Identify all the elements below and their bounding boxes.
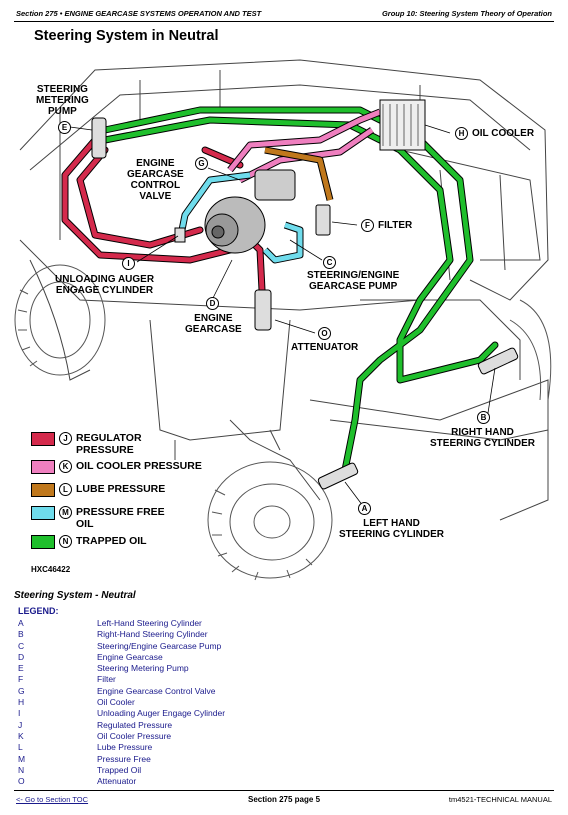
swatch-regulator-pressure — [31, 432, 55, 446]
legend-key-text: Engine Gearcase — [97, 651, 163, 662]
swatch-pressure-free — [31, 506, 55, 520]
swatch-trapped-oil — [31, 535, 55, 549]
legend-letter-k: K — [59, 460, 72, 473]
callout-label: STEERING METERING PUMP — [36, 84, 89, 117]
figure-title: Steering System in Neutral — [34, 28, 219, 44]
callout-letter-g: G — [195, 157, 208, 170]
legend-key-letter: E — [18, 663, 24, 674]
legend-letter-j: J — [59, 432, 72, 445]
callout-unloading-auger-engage-cylinder: UNLOADING AUGER ENGAGE CYLINDER — [55, 274, 155, 296]
tire-left-rear — [14, 264, 106, 376]
callout-letter-f: F — [361, 219, 374, 232]
leader-lines — [69, 124, 496, 507]
hose-trapped-oil-fill — [102, 107, 498, 473]
manual-id: tm4521-TECHNICAL MANUAL — [448, 795, 552, 804]
legend-key-text: Right-Hand Steering Cylinder — [97, 629, 208, 640]
legend-key-text: Pressure Free — [97, 753, 151, 764]
legend-key-letter: N — [18, 764, 25, 775]
legend-key-text: Left-Hand Steering Cylinder — [97, 618, 202, 628]
legend-letter-l: L — [59, 483, 72, 496]
callout-steering-metering-pump: STEERING METERING PUMP — [36, 84, 89, 117]
section-header: Section 275 • ENGINE GEARCASE SYSTEMS OP… — [16, 9, 262, 18]
callout-engine-gearcase: ENGINE GEARCASE — [185, 313, 242, 335]
legend-key-text: Attenuator — [97, 776, 137, 787]
legend-key-letter: O — [18, 776, 25, 787]
machine-outline — [19, 59, 549, 521]
legend-key-text: Unloading Auger Engage Cylinder — [97, 708, 226, 719]
callout-letter-a: A — [358, 502, 371, 515]
legend-key-letter: J — [18, 719, 23, 730]
legend-key-text: Filter — [97, 674, 116, 685]
callout-left-hand-steering-cylinder: LEFT HAND STEERING CYLINDER — [339, 518, 445, 540]
callout-engine-gearcase-control-valve: ENGINE GEARCASE CONTROL VALVE — [127, 158, 184, 202]
header-rule — [14, 21, 554, 22]
legend-title: LEGEND: — [18, 606, 59, 616]
legend-key-letter: A — [18, 618, 24, 628]
tire-right — [509, 299, 552, 401]
component-shapes — [91, 99, 519, 490]
legend-label: TRAPPED OIL — [76, 535, 147, 547]
figure-caption: Steering System - Neutral — [14, 590, 136, 601]
legend-key-text: Regulated Pressure — [97, 719, 173, 730]
legend-key-text: Oil Cooler Pressure — [97, 730, 172, 741]
swatch-lube-pressure — [31, 483, 55, 497]
hose-lube-fill — [264, 147, 333, 201]
legend-key-text: Steering Metering Pump — [97, 663, 189, 674]
legend-key-text: Steering/Engine Gearcase Pump — [97, 640, 222, 651]
legend-key-letter: D — [18, 651, 25, 662]
callout-oil-cooler: OIL COOLER — [472, 128, 535, 139]
footer-rule — [14, 790, 554, 791]
callout-letter-d: D — [206, 297, 219, 310]
callout-steering-engine-gearcase-pump: STEERING/ENGINE GEARCASE PUMP — [307, 270, 400, 292]
legend-key-letter: G — [18, 685, 25, 696]
callout-letter-b: B — [477, 411, 490, 424]
figure-id: HXC46422 — [31, 565, 71, 574]
callout-label: ENGINE GEARCASE CONTROL VALVE — [127, 158, 184, 202]
legend-label: REGULATOR PRESSURE — [76, 432, 142, 456]
legend-key-letter: F — [18, 674, 24, 685]
legend-key-letter: B — [18, 629, 24, 640]
legend-key-letter: M — [18, 753, 26, 764]
legend-key-text: Engine Gearcase Control Valve — [97, 685, 216, 696]
legend-label: LUBE PRESSURE — [76, 483, 166, 495]
legend-key-text: Trapped Oil — [97, 764, 142, 775]
callout-letter-o: O — [318, 327, 331, 340]
callout-letter-c: C — [323, 256, 336, 269]
legend-letter-n: N — [59, 535, 72, 548]
legend-key-text: Oil Cooler — [97, 697, 135, 708]
legend-key-letter: C — [18, 640, 25, 651]
callout-letter-e: E — [58, 121, 71, 134]
callout-attenuator: ATTENUATOR — [291, 342, 359, 353]
group-header: Group 10: Steering System Theory of Oper… — [381, 9, 552, 18]
swatch-oil-cooler-pressure — [31, 460, 55, 474]
legend-key-letter: H — [18, 697, 25, 708]
legend-label: OIL COOLER PRESSURE — [76, 460, 202, 472]
callout-right-hand-steering-cylinder: RIGHT HAND STEERING CYLINDER — [430, 427, 536, 449]
legend-key-letter: K — [18, 730, 24, 741]
legend-label: PRESSURE FREE OIL — [76, 506, 165, 530]
legend-key-letter: L — [18, 742, 23, 753]
go-to-section-toc-link[interactable]: <- Go to Section TOC — [16, 795, 89, 804]
callout-letter-h: H — [455, 127, 468, 140]
legend-key-letter: I — [18, 708, 21, 719]
tire-front — [207, 461, 333, 581]
legend-letter-m: M — [59, 506, 72, 519]
legend-key-text: Lube Pressure — [97, 742, 153, 753]
page-number: Section 275 page 5 — [247, 795, 321, 804]
callout-filter: FILTER — [378, 220, 413, 231]
callout-letter-i: I — [122, 257, 135, 270]
